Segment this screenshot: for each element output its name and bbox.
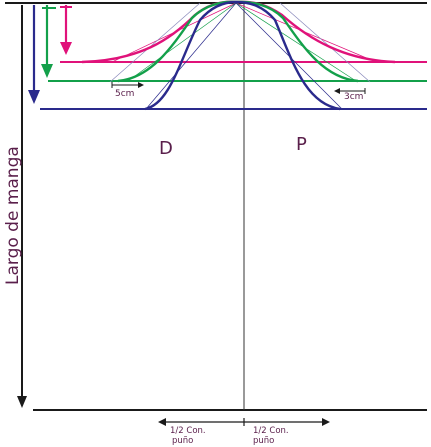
green-cap-curve [117, 0, 359, 83]
left-offset-label: 5cm [115, 89, 134, 99]
back-label: P [296, 134, 307, 155]
cuff-arrows [158, 418, 330, 426]
arrow-magenta [60, 5, 72, 55]
construction-lines [109, 2, 377, 110]
cuff-left-label-line1: 1/2 Con. [170, 426, 206, 436]
left-offset-marker: 5cm [111, 82, 144, 99]
arrow-black-long [17, 5, 27, 408]
magenta-cap-curve [81, 0, 396, 64]
cuff-right-label-line1: 1/2 Con. [253, 426, 289, 436]
front-label: D [159, 138, 173, 159]
arrow-navy [28, 5, 40, 104]
arrow-green [41, 5, 56, 78]
navy-cap-curve [144, 0, 341, 111]
right-offset-label: 3cm [344, 92, 363, 102]
cuff-right-label-line2: puño [253, 436, 274, 446]
cuff-left-label-line2: puño [172, 436, 193, 446]
sleeve-length-label: Largo de manga [3, 146, 23, 285]
right-offset-marker: 3cm [334, 88, 366, 102]
